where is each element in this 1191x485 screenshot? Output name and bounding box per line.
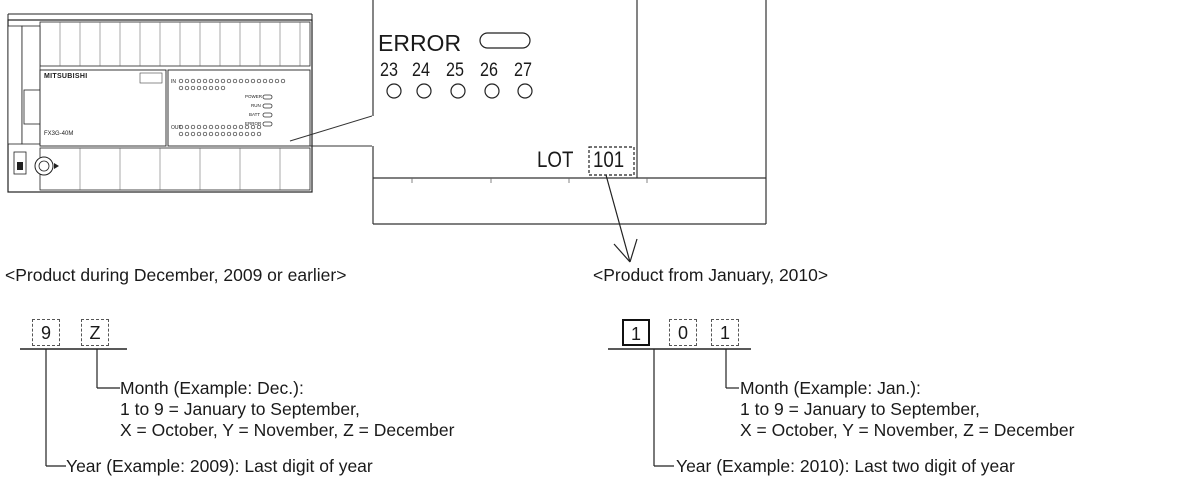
device-model-label: FX3G-40M (44, 131, 74, 137)
right-bracket-lines (608, 348, 751, 467)
device-brand-label: MITSUBISHI (44, 73, 88, 80)
zoom-led-number-24: 24 (412, 60, 430, 81)
right-year-digit-tens: 1 (622, 319, 650, 346)
zoom-led-number-25: 25 (446, 60, 464, 81)
right-month-letters-line: X = October, Y = November, Z = December (740, 420, 1075, 440)
zoomed-panel (372, 0, 767, 225)
zoom-error-label: ERROR (378, 30, 462, 56)
zoom-led-number-26: 26 (480, 60, 498, 81)
right-year-digit-ones: 0 (669, 319, 697, 346)
left-month-range-line: 1 to 9 = January to September, (120, 399, 360, 419)
right-year-line: Year (Example: 2010): Last two digit of … (676, 456, 1015, 476)
zoom-led-number-27: 27 (514, 60, 532, 81)
device-input-row-label: IN (171, 79, 176, 85)
left-month-letters-line: X = October, Y = November, Z = December (120, 420, 455, 440)
right-month-title: Month (Example: Jan.): (740, 378, 921, 398)
left-bracket-lines (20, 348, 127, 467)
device-error-label: ERROR (245, 121, 262, 126)
right-month-digit: 1 (711, 319, 739, 346)
right-month-range-line: 1 to 9 = January to September, (740, 399, 980, 419)
device-power-label: POWER (245, 94, 263, 99)
zoom-lot-value: 101 (593, 147, 625, 172)
device-output-row-label: OUT (171, 125, 182, 131)
left-year-line: Year (Example: 2009): Last digit of year (66, 456, 373, 476)
lot-pointer-arrow (605, 174, 638, 263)
left-month-digit: Z (81, 319, 109, 346)
left-month-title: Month (Example: Dec.): (120, 378, 304, 398)
zoom-lot-label: LOT (537, 147, 574, 172)
device-batt-label: BATT (249, 112, 261, 117)
left-section-caption: <Product during December, 2009 or earlie… (5, 265, 347, 285)
left-year-digit: 9 (32, 319, 60, 346)
zoom-led-number-23: 23 (380, 60, 398, 81)
device-run-label: RUN (251, 103, 261, 108)
plc-device-illustration (7, 13, 372, 193)
right-section-caption: <Product from January, 2010> (593, 265, 829, 285)
